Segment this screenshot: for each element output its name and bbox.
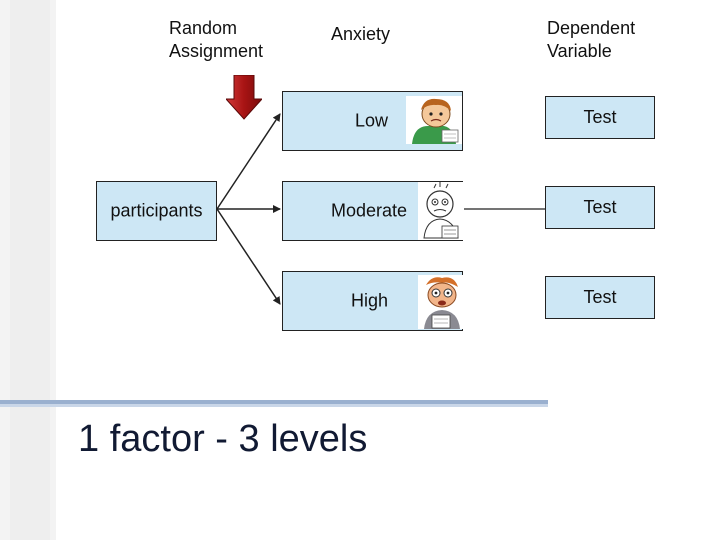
dependent-variable-header: Dependent Variable [547,18,636,61]
test-label-moderate: Test [583,197,617,217]
participants-box: participants [96,181,217,241]
test-label-high: Test [583,287,617,307]
title-divider-bar-shadow [0,404,548,407]
random-assignment-arrow-icon [226,75,262,120]
test-box-low: Test [545,96,655,139]
test-box-high: Test [545,276,655,319]
title-divider-bar [0,400,548,404]
random-assignment-header: Random Assignment [169,18,264,61]
test-label-low: Test [583,107,617,127]
level-label-low: Low [355,110,389,131]
connector-low [216,113,281,210]
test-box-moderate: Test [545,186,655,229]
anxiety-header: Anxiety [331,24,391,44]
participants-label: participants [110,200,203,221]
anxious-student-moderate-icon [418,182,464,240]
anxious-student-high-icon [418,275,464,329]
anxious-student-low-icon [406,96,462,144]
slide-title: 1 factor - 3 levels [78,418,368,460]
connector-high [216,208,281,305]
level-label-moderate: Moderate [331,200,408,221]
left-decorative-strip [0,0,56,540]
level-label-high: High [351,290,389,311]
